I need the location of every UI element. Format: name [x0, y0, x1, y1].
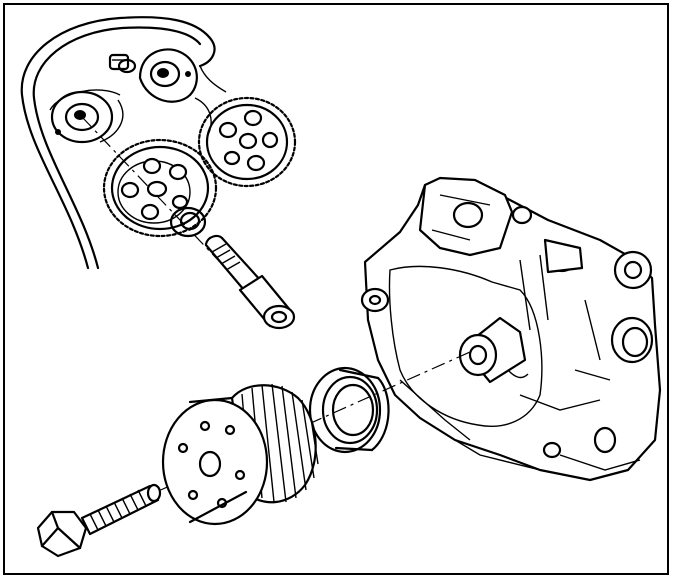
cover-edge-line [199, 65, 227, 93]
upper-bore [452, 201, 484, 229]
crankshaft-front-seal [308, 366, 390, 454]
camshaft-sprocket-bolt [204, 234, 296, 330]
camshaft-sprocket-rear [197, 96, 297, 188]
crankshaft-sprocket [161, 383, 319, 526]
diagram-border [3, 3, 669, 575]
timing-belt-inner-line [32, 26, 202, 270]
alignment-pin [108, 53, 137, 74]
timing-belt-outline [20, 16, 216, 270]
pump-cavity [388, 265, 543, 427]
left-mounting-ear [360, 287, 390, 313]
bottom-flange [454, 439, 641, 471]
camshaft-sprocket-front [102, 138, 218, 238]
upper-stud [511, 205, 533, 225]
crankshaft-bolt [36, 483, 162, 558]
crankshaft-snout [458, 316, 529, 384]
sprocket-washer [169, 206, 207, 238]
engine-front-cover [360, 176, 662, 482]
inset-timing-belt-view [20, 16, 297, 330]
right-boss-lower [593, 426, 617, 454]
camshaft-hub-right [138, 48, 198, 103]
